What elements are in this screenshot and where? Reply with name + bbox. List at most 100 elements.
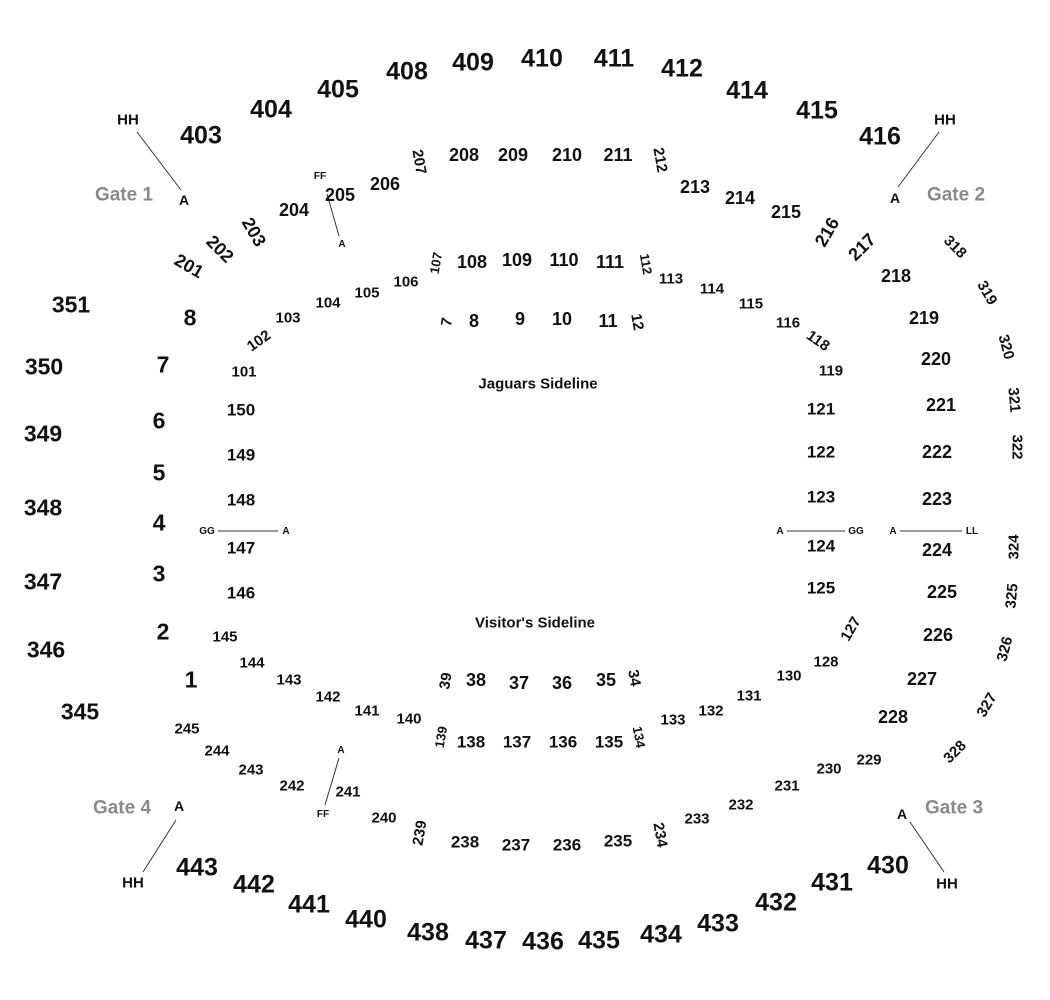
section-351[interactable]: 351 xyxy=(51,291,91,318)
section-404[interactable]: 404 xyxy=(250,95,292,124)
section-239[interactable]: 239 xyxy=(409,819,431,847)
section-219[interactable]: 219 xyxy=(908,308,940,328)
section-408[interactable]: 408 xyxy=(386,57,428,86)
section-443[interactable]: 443 xyxy=(176,853,218,882)
section-231[interactable]: 231 xyxy=(774,777,800,795)
section-210[interactable]: 210 xyxy=(551,145,583,165)
section-410[interactable]: 410 xyxy=(521,44,563,73)
section-35[interactable]: 35 xyxy=(595,670,617,690)
section-112[interactable]: 112 xyxy=(636,252,656,276)
section-137[interactable]: 137 xyxy=(502,732,532,752)
section-103[interactable]: 103 xyxy=(275,309,301,327)
section-38[interactable]: 38 xyxy=(465,670,487,690)
section-227[interactable]: 227 xyxy=(906,669,938,689)
section-139[interactable]: 139 xyxy=(431,725,451,749)
section-136[interactable]: 136 xyxy=(548,732,578,752)
section-346[interactable]: 346 xyxy=(26,636,66,663)
section-208[interactable]: 208 xyxy=(448,145,480,165)
section-237[interactable]: 237 xyxy=(501,835,531,855)
section-37[interactable]: 37 xyxy=(508,673,530,693)
section-347[interactable]: 347 xyxy=(23,568,63,595)
section-6[interactable]: 6 xyxy=(152,407,166,434)
section-235[interactable]: 235 xyxy=(603,831,633,851)
section-416[interactable]: 416 xyxy=(859,122,901,151)
section-124[interactable]: 124 xyxy=(806,536,836,556)
section-119[interactable]: 119 xyxy=(818,362,844,380)
section-240[interactable]: 240 xyxy=(371,809,397,827)
section-241[interactable]: 241 xyxy=(335,783,361,801)
section-10[interactable]: 10 xyxy=(551,309,573,329)
section-107[interactable]: 107 xyxy=(426,251,446,275)
section-206[interactable]: 206 xyxy=(369,174,401,194)
section-409[interactable]: 409 xyxy=(452,48,494,77)
section-7[interactable]: 7 xyxy=(156,351,170,378)
section-215[interactable]: 215 xyxy=(770,202,802,222)
section-322[interactable]: 322 xyxy=(1008,434,1026,460)
section-213[interactable]: 213 xyxy=(679,177,711,197)
section-211[interactable]: 211 xyxy=(603,145,633,165)
section-223[interactable]: 223 xyxy=(921,489,953,509)
section-321[interactable]: 321 xyxy=(1004,386,1024,414)
section-39[interactable]: 39 xyxy=(436,671,456,691)
section-131[interactable]: 131 xyxy=(736,687,762,705)
section-209[interactable]: 209 xyxy=(497,145,529,165)
section-441[interactable]: 441 xyxy=(288,890,330,919)
section-225[interactable]: 225 xyxy=(926,582,958,602)
section-430[interactable]: 430 xyxy=(867,851,909,880)
section-104[interactable]: 104 xyxy=(315,294,341,312)
section-437[interactable]: 437 xyxy=(465,926,507,955)
section-147[interactable]: 147 xyxy=(226,538,256,558)
section-220[interactable]: 220 xyxy=(920,349,952,369)
section-238[interactable]: 238 xyxy=(450,832,480,852)
section-431[interactable]: 431 xyxy=(811,868,853,897)
section-224[interactable]: 224 xyxy=(921,540,953,560)
section-149[interactable]: 149 xyxy=(226,445,256,465)
section-116[interactable]: 116 xyxy=(775,314,801,332)
section-226[interactable]: 226 xyxy=(922,625,954,645)
section-414[interactable]: 414 xyxy=(726,76,768,105)
section-229[interactable]: 229 xyxy=(856,751,882,769)
section-345[interactable]: 345 xyxy=(60,698,100,725)
section-114[interactable]: 114 xyxy=(699,280,725,298)
section-11[interactable]: 11 xyxy=(598,311,618,331)
section-5[interactable]: 5 xyxy=(152,459,166,486)
section-150[interactable]: 150 xyxy=(226,400,256,420)
gate-3[interactable]: Gate 3 xyxy=(924,797,984,819)
section-222[interactable]: 222 xyxy=(921,442,953,462)
section-440[interactable]: 440 xyxy=(345,905,387,934)
section-121[interactable]: 121 xyxy=(806,399,836,419)
section-101[interactable]: 101 xyxy=(231,363,257,381)
gate-2[interactable]: Gate 2 xyxy=(926,184,986,206)
section-350[interactable]: 350 xyxy=(24,353,64,380)
section-1[interactable]: 1 xyxy=(184,666,198,693)
section-141[interactable]: 141 xyxy=(354,702,380,720)
section-138[interactable]: 138 xyxy=(456,732,486,752)
section-212[interactable]: 212 xyxy=(649,146,671,174)
section-228[interactable]: 228 xyxy=(877,707,909,727)
section-108[interactable]: 108 xyxy=(456,252,488,272)
section-34[interactable]: 34 xyxy=(624,668,644,688)
section-2[interactable]: 2 xyxy=(156,618,170,645)
section-140[interactable]: 140 xyxy=(396,710,422,728)
section-204[interactable]: 204 xyxy=(278,200,310,220)
section-3[interactable]: 3 xyxy=(152,560,166,587)
section-232[interactable]: 232 xyxy=(728,796,754,814)
section-412[interactable]: 412 xyxy=(661,54,703,83)
section-221[interactable]: 221 xyxy=(925,395,957,415)
section-115[interactable]: 115 xyxy=(738,295,764,313)
section-242[interactable]: 242 xyxy=(279,777,305,795)
section-245[interactable]: 245 xyxy=(174,720,200,738)
section-4[interactable]: 4 xyxy=(152,509,166,536)
section-244[interactable]: 244 xyxy=(204,742,230,760)
section-214[interactable]: 214 xyxy=(724,188,756,208)
section-109[interactable]: 109 xyxy=(501,250,533,270)
section-134[interactable]: 134 xyxy=(629,725,649,749)
section-415[interactable]: 415 xyxy=(796,96,838,125)
section-325[interactable]: 325 xyxy=(1002,582,1022,610)
section-135[interactable]: 135 xyxy=(594,732,624,752)
section-432[interactable]: 432 xyxy=(755,888,797,917)
section-12[interactable]: 12 xyxy=(627,312,647,332)
section-405[interactable]: 405 xyxy=(317,75,359,104)
section-122[interactable]: 122 xyxy=(806,442,836,462)
section-110[interactable]: 110 xyxy=(549,250,579,270)
